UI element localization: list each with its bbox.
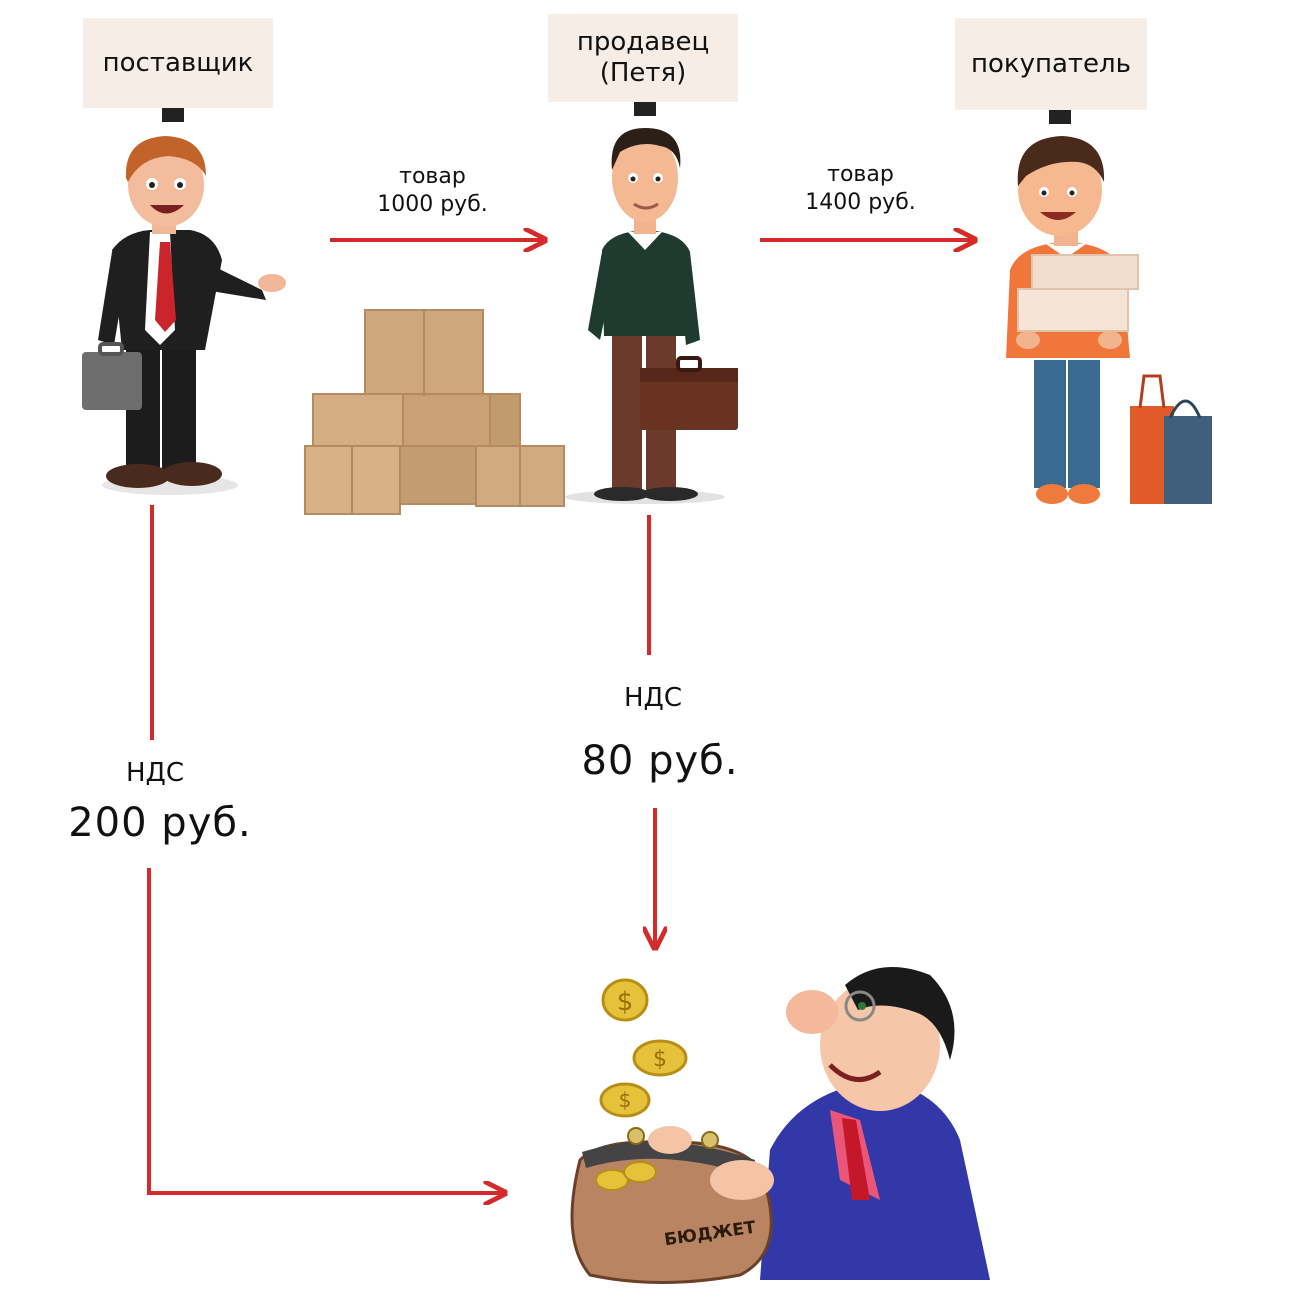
flow-label-seller-to-buyer: товар 1400 руб.	[758, 161, 963, 217]
coin-icon: $	[632, 1039, 688, 1077]
coin-icon: $	[601, 978, 649, 1022]
buyer-sign-label: покупатель	[970, 48, 1131, 79]
buyer-figure	[1006, 136, 1212, 504]
svg-text:$: $	[619, 1088, 632, 1112]
flow-label-amount: 1000 руб.	[377, 192, 488, 217]
seller-sign-label: продавец (Петя)	[576, 27, 710, 88]
buyer-sign: покупатель	[955, 18, 1147, 110]
buyer-sign-post	[1049, 108, 1071, 124]
supplier-sign: поставщик	[83, 18, 273, 108]
seller-figure	[565, 128, 738, 504]
seller-vat-amount: 80 руб.	[581, 738, 739, 784]
supplier-vat-label: НДС	[125, 758, 185, 788]
supplier-vat-amount: 200 руб.	[68, 800, 252, 846]
supplier-sign-label: поставщик	[102, 47, 254, 78]
seller-vat-label: НДС	[623, 683, 683, 713]
cardboard-boxes	[304, 309, 565, 515]
flow-label-supplier-to-seller: товар 1000 руб.	[330, 163, 535, 219]
coin-icon: $	[599, 1082, 651, 1118]
flow-label-goods: товар	[827, 162, 894, 187]
svg-text:$: $	[617, 987, 634, 1017]
supplier-figure	[82, 136, 286, 495]
seller-sign: продавец (Петя)	[548, 14, 738, 102]
supplier-vat-arrow-to-budget	[147, 868, 505, 1193]
budget-illustration: $ $ $	[570, 967, 990, 1284]
flow-label-goods: товар	[399, 164, 466, 189]
flow-label-amount: 1400 руб.	[805, 190, 916, 215]
supplier-sign-post	[162, 106, 184, 122]
seller-sign-post	[634, 100, 656, 116]
svg-text:$: $	[653, 1047, 667, 1072]
